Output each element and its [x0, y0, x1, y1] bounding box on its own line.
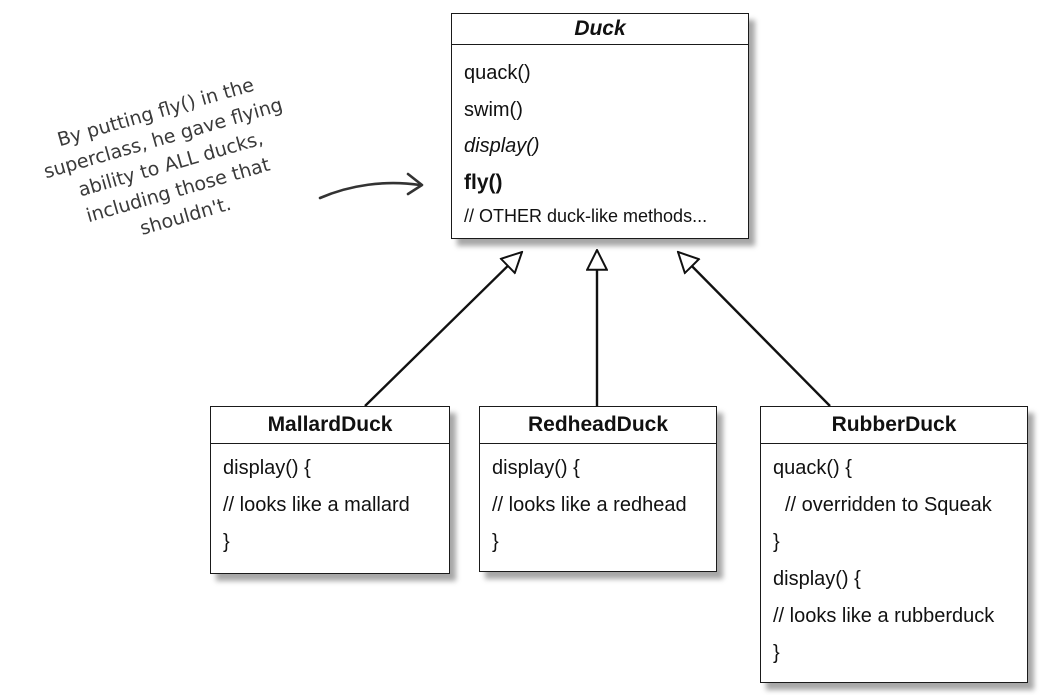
duck-method-other: // OTHER duck-like methods... [464, 206, 708, 226]
code-line: // overridden to Squeak [785, 494, 992, 516]
rubber-duck-body: quack() { // overridden to Squeak } disp… [761, 444, 1027, 672]
rubber-to-duck-arrow [678, 252, 831, 407]
duck-methods: quack() swim() display() fly() // OTHER … [452, 45, 748, 231]
code-line: // looks like a rubberduck [773, 605, 995, 627]
code-line: display() { [492, 457, 580, 479]
code-line: display() { [223, 457, 311, 479]
code-line: // looks like a mallard [223, 494, 410, 516]
annotation-pointer-arrowhead [406, 172, 424, 196]
duck-class-box: Duck quack() swim() display() fly() // O… [451, 13, 749, 239]
duck-method-swim: swim() [464, 98, 523, 121]
mallard-to-duck-arrow [364, 252, 522, 407]
redhead-duck-body: display() { // looks like a redhead } [480, 444, 716, 561]
code-line: } [773, 531, 780, 553]
code-line: quack() { [773, 457, 852, 479]
mallard-duck-class-name: MallardDuck [211, 407, 449, 444]
redhead-duck-class-box: RedheadDuck display() { // looks like a … [479, 406, 717, 572]
code-line: display() { [773, 568, 861, 590]
duck-method-quack: quack() [464, 62, 531, 84]
code-line: } [223, 531, 230, 553]
annotation-pointer-arrow [318, 181, 422, 200]
code-line: // looks like a redhead [492, 494, 687, 516]
code-line: } [773, 642, 780, 664]
rubber-duck-class-name: RubberDuck [761, 407, 1027, 444]
duck-method-fly: fly() [464, 170, 503, 194]
duck-method-display: display() [464, 135, 540, 157]
duck-class-name: Duck [452, 14, 748, 45]
rubber-duck-class-box: RubberDuck quack() { // overridden to Sq… [760, 406, 1028, 683]
mallard-duck-body: display() { // looks like a mallard } [211, 444, 449, 561]
code-line: } [492, 531, 499, 553]
mallard-duck-class-box: MallardDuck display() { // looks like a … [210, 406, 450, 574]
redhead-duck-class-name: RedheadDuck [480, 407, 716, 444]
